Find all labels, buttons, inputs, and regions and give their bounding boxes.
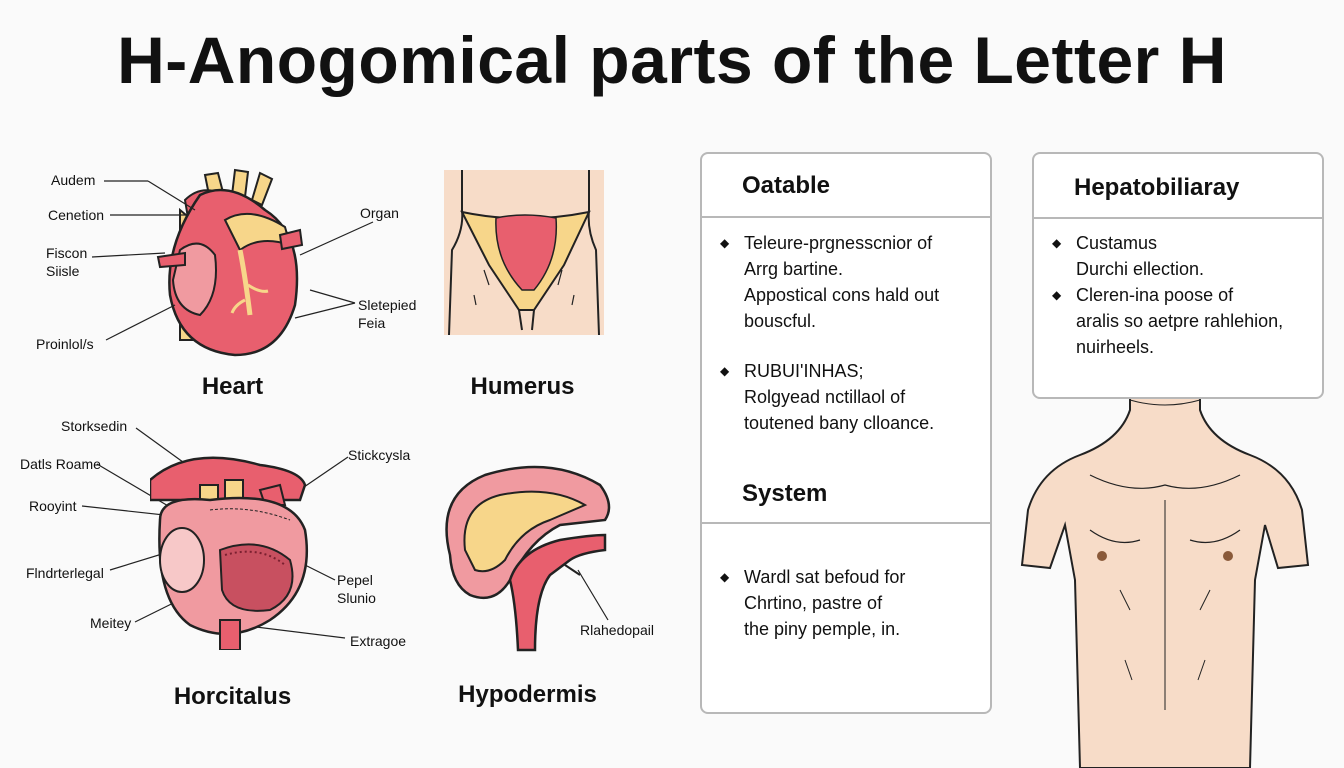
hypodermis-caption: Hypodermis — [458, 681, 597, 708]
humerus-caption: Humerus — [470, 373, 575, 400]
horcitalus-label-storksedin: Storksedin — [61, 418, 128, 434]
bullet-line: aralis so aetpre rahlehion, — [1076, 311, 1284, 331]
bullet-line: Custamus — [1076, 233, 1158, 253]
bullet-line: Appostical cons hald out — [744, 285, 940, 305]
bullet-item: ◆ Custamus Durchi ellection. — [1052, 230, 1205, 282]
bullet-line: Rolgyead nctillaol of — [744, 387, 906, 407]
heart-label-siisle: Siisle — [46, 263, 80, 279]
horcitalus-label-pepel: Pepel — [337, 572, 373, 588]
horcitalus-label-rooyint: Rooyint — [29, 498, 77, 514]
bullet-diamond-icon: ◆ — [720, 570, 730, 584]
horcitalus-label-stickcysla: Stickcysla — [348, 447, 411, 463]
humerus-illustration — [444, 170, 604, 335]
info-panel-left: Oatable ◆ Teleure-prgnesscnior of Arrg b… — [700, 152, 992, 714]
hypodermis-illustration — [445, 465, 611, 652]
heart-label-feia: Feia — [358, 315, 386, 331]
horcitalus-illustration — [150, 456, 309, 650]
torso-illustration — [1020, 380, 1310, 768]
bullet-line: Chrtino, pastre of — [744, 593, 883, 613]
horcitalus-label-meitey: Meitey — [90, 615, 132, 631]
bullet-item: ◆ Wardl sat befoud for Chrtino, pastre o… — [720, 564, 906, 642]
horcitalus-label-slunio: Slunio — [337, 590, 376, 606]
heart-label-audem: Audem — [51, 172, 96, 188]
bullet-line: bouscful. — [744, 311, 817, 331]
bullet-line: Arrg bartine. — [744, 259, 844, 279]
heart-label-fiscon: Fiscon — [46, 245, 88, 261]
bullet-diamond-icon: ◆ — [720, 236, 730, 250]
heart-label-sletepied: Sletepied — [358, 297, 417, 313]
heart-label-proinlol: Proinlol/s — [36, 336, 94, 352]
bullet-line: the piny pemple, in. — [744, 619, 901, 639]
panel-heading-system: System — [742, 480, 828, 507]
page-title: H-Anogomical parts of the Letter H — [117, 23, 1227, 97]
horcitalus-label-flndrterlegal: Flndrterlegal — [26, 565, 104, 581]
panel-divider — [702, 216, 990, 218]
panel-heading-hepatobiliaray: Hepatobiliaray — [1074, 174, 1240, 201]
panel-heading-oatable: Oatable — [742, 172, 831, 199]
heart-label-organ: Organ — [360, 205, 399, 221]
bullet-line: Teleure-prgnesscnior of — [744, 233, 933, 253]
bullet-line: Durchi ellection. — [1076, 259, 1205, 279]
bullet-diamond-icon: ◆ — [1052, 236, 1062, 250]
horcitalus-label-extragoe: Extragoe — [350, 633, 407, 649]
bullet-item: ◆ Cleren-ina poose of aralis so aetpre r… — [1052, 282, 1284, 360]
bullet-line: RUBUI'INHAS; — [744, 361, 864, 381]
horcitalus-label-datls-roame: Datls Roame — [20, 456, 101, 472]
bullet-line: Wardl sat befoud for — [744, 567, 906, 587]
heart-illustration — [156, 168, 304, 357]
bullet-item: ◆ Teleure-prgnesscnior of Arrg bartine. … — [720, 230, 940, 334]
bullet-line: Cleren-ina poose of — [1076, 285, 1234, 305]
heart-caption: Heart — [201, 373, 264, 400]
bullet-item: ◆ RUBUI'INHAS; Rolgyead nctillaol of tou… — [720, 358, 935, 436]
panel-divider — [1034, 217, 1322, 219]
bullet-diamond-icon: ◆ — [720, 364, 730, 378]
panel-divider — [702, 522, 990, 524]
heart-label-cenetion: Cenetion — [48, 207, 105, 223]
bullet-line: toutened bany clloance. — [744, 413, 935, 433]
horcitalus-caption: Horcitalus — [173, 683, 292, 710]
info-panel-right: Hepatobiliaray ◆ Custamus Durchi ellecti… — [1032, 152, 1324, 399]
hypodermis-label-rlahedopail: Rlahedopail — [580, 622, 654, 638]
bullet-diamond-icon: ◆ — [1052, 288, 1062, 302]
bullet-line: nuirheels. — [1076, 337, 1155, 357]
